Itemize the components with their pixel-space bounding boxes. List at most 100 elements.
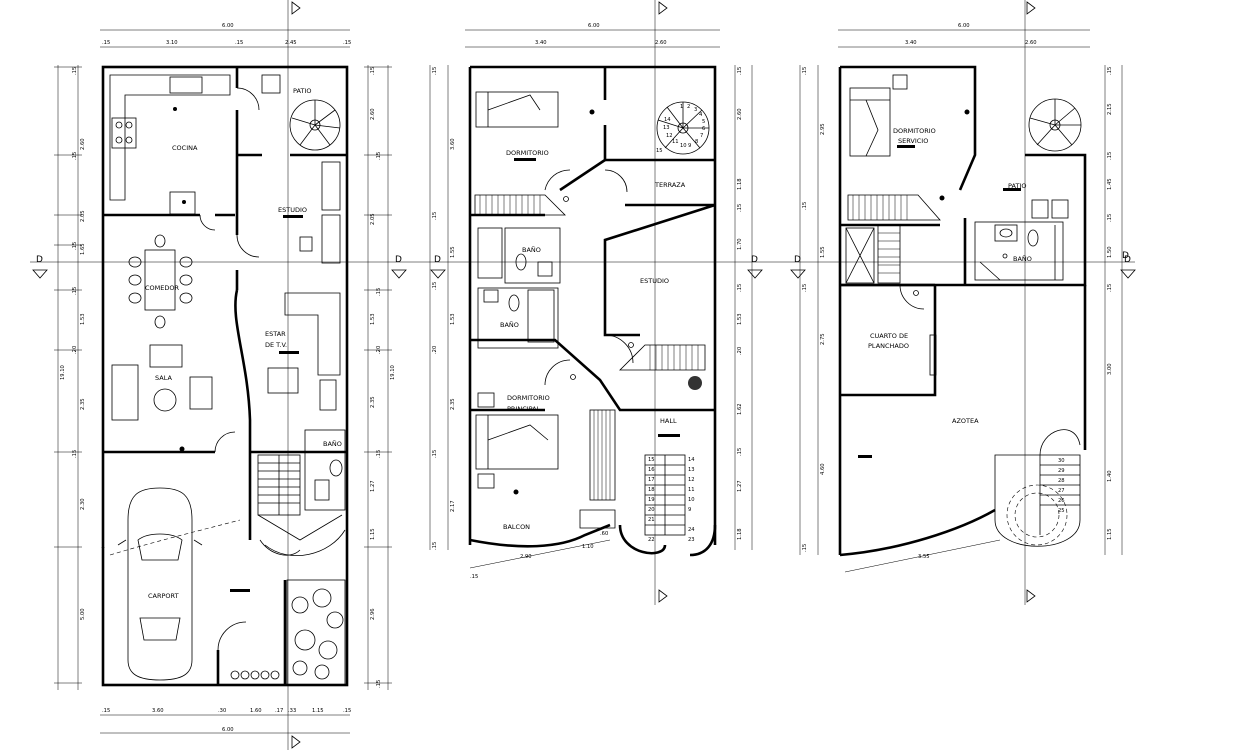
svg-text:1: 1 [680,104,683,110]
svg-text:1.27: 1.27 [737,480,743,492]
svg-text:18: 18 [648,487,655,493]
svg-text:2.15: 2.15 [1107,103,1113,115]
svg-text:16: 16 [648,467,655,473]
stair-3 [994,429,1081,547]
svg-text:.15: .15 [102,708,110,714]
svg-text:8: 8 [695,139,698,145]
svg-text:1.62: 1.62 [737,403,743,415]
svg-text:.20: .20 [432,346,438,354]
plan-second-floor: 6.00 3.40 2.60 .15 3.60 .15 1.55 .15 1.5… [429,23,753,580]
svg-text:14: 14 [688,457,695,463]
svg-text:.15: .15 [432,212,438,220]
svg-text:6.00: 6.00 [958,23,970,29]
svg-text:D: D [395,255,402,265]
svg-text:12: 12 [666,133,673,139]
svg-text:5.00: 5.00 [80,608,86,620]
svg-text:.15: .15 [1107,67,1113,75]
bed-icon-2 [475,392,559,489]
room-label-dorm-principal-2: PRINCIPAL [507,405,541,413]
svg-text:.15: .15 [432,282,438,290]
svg-text:1.18: 1.18 [737,528,743,540]
svg-text:1.60: 1.60 [250,708,262,714]
svg-text:30: 30 [1058,458,1065,464]
room-label-dorm-servicio-2: SERVICIO [898,137,928,145]
svg-text:2.05: 2.05 [370,213,376,225]
svg-text:D: D [1124,255,1131,265]
room-label-estar-2: DE T.V. [265,341,287,349]
svg-text:2.60: 2.60 [1025,40,1037,46]
svg-text:1.18: 1.18 [737,178,743,190]
svg-text:1.53: 1.53 [80,313,86,325]
svg-text:17: 17 [648,477,655,483]
svg-text:.15: .15 [72,152,78,160]
svg-text:.15: .15 [343,708,351,714]
room-label-bano-3: BAÑO [1013,254,1032,263]
svg-text:D: D [751,255,758,265]
svg-text:.15: .15 [343,40,351,46]
svg-text:1.53: 1.53 [450,313,456,325]
svg-text:1.55: 1.55 [450,246,456,258]
svg-text:9: 9 [688,507,691,513]
room-label-estudio-1: ESTUDIO [278,206,307,214]
room-label-cocina: COCINA [172,144,198,152]
svg-text:2.45: 2.45 [285,40,297,46]
room-label-hall: HALL [660,417,677,425]
svg-text:1.15: 1.15 [1107,528,1113,540]
svg-text:2.60: 2.60 [80,138,86,150]
stair-2 [579,409,686,536]
svg-text:D: D [36,255,43,265]
svg-text:25: 25 [1058,508,1065,514]
svg-text:2.60: 2.60 [737,108,743,120]
room-label-bano-1: BAÑO [323,439,342,448]
spiral-numbers-2: 1 2 3 4 5 6 7 8 9 10 11 12 13 14 15 [656,104,705,154]
svg-text:1.65: 1.65 [80,243,86,255]
svg-text:2.90: 2.90 [520,554,532,560]
svg-text:6: 6 [702,126,705,132]
svg-text:2.95: 2.95 [820,123,826,135]
svg-text:.15: .15 [376,450,382,458]
svg-text:14: 14 [664,117,671,123]
room-label-planchado-2: PLANCHADO [868,342,909,350]
svg-text:1.10: 1.10 [582,544,594,550]
stair-numbers-2: 15 16 17 18 19 20 21 22 14 13 12 11 10 9… [648,457,695,543]
svg-text:12: 12 [688,477,695,483]
svg-text:2.35: 2.35 [370,396,376,408]
svg-text:3.40: 3.40 [535,40,547,46]
svg-text:1.53: 1.53 [370,313,376,325]
svg-text:6.00: 6.00 [222,727,234,733]
garden-planter [286,579,346,686]
svg-text:2: 2 [687,104,690,110]
svg-text:.15: .15 [370,67,376,75]
plan-ground-floor: 6.00 .15 3.10 .15 2.45 .15 .15 3.60 .30 … [54,23,396,734]
section-mark-d4: D [747,255,763,279]
svg-text:.15: .15 [72,287,78,295]
svg-text:.60: .60 [600,531,608,537]
svg-text:26: 26 [1058,498,1065,504]
svg-text:2.60: 2.60 [655,40,667,46]
svg-text:.15: .15 [1107,214,1113,222]
svg-text:.15: .15 [235,40,243,46]
room-label-planchado-1: CUARTO DE [870,332,908,340]
svg-text:.15: .15 [432,542,438,550]
svg-text:D: D [434,255,441,265]
svg-text:.15: .15 [376,680,382,688]
svg-text:.15: .15 [376,288,382,296]
svg-text:13: 13 [688,467,695,473]
section-mark-d6: D [1120,255,1136,279]
svg-text:5: 5 [702,119,705,125]
svg-text:.15: .15 [737,284,743,292]
svg-text:3.60: 3.60 [450,138,456,150]
svg-text:1.15: 1.15 [312,708,324,714]
bed-icon-3 [849,74,908,157]
svg-text:.15: .15 [802,284,808,292]
svg-text:19.10: 19.10 [390,365,396,380]
room-label-patio-3: PATIO [1008,182,1026,190]
svg-text:1.27: 1.27 [370,480,376,492]
room-label-balcon: BALCON [503,523,530,531]
svg-text:13: 13 [663,125,670,131]
svg-text:.15: .15 [1107,152,1113,160]
svg-text:23: 23 [688,537,695,543]
svg-text:3.10: 3.10 [166,40,178,46]
section-mark-d7: D [1122,251,1129,261]
